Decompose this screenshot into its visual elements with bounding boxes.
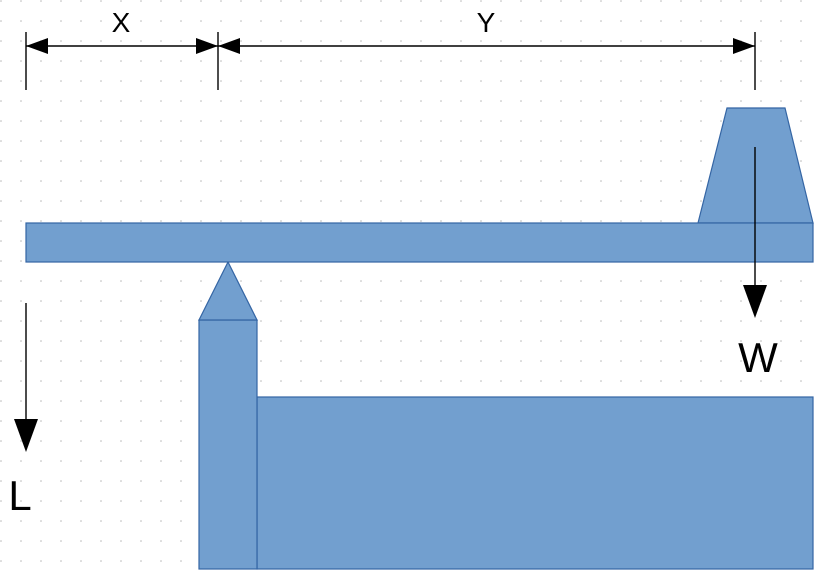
x-dimension-arrow-right bbox=[196, 38, 218, 54]
l-label: L bbox=[8, 472, 31, 519]
x-dimension-arrow-left bbox=[26, 38, 48, 54]
fulcrum-column bbox=[198, 319, 258, 570]
x-label: X bbox=[112, 7, 131, 38]
w-label: W bbox=[738, 334, 778, 381]
weight-force-arrowhead bbox=[743, 285, 767, 318]
y-label: Y bbox=[477, 7, 496, 38]
fulcrum-triangle bbox=[198, 260, 258, 321]
lever-beam bbox=[25, 222, 814, 263]
load-force-arrowhead bbox=[14, 419, 38, 452]
y-dimension-arrow-left bbox=[218, 38, 240, 54]
y-dimension-arrow-right bbox=[733, 38, 755, 54]
base-block bbox=[256, 396, 814, 570]
